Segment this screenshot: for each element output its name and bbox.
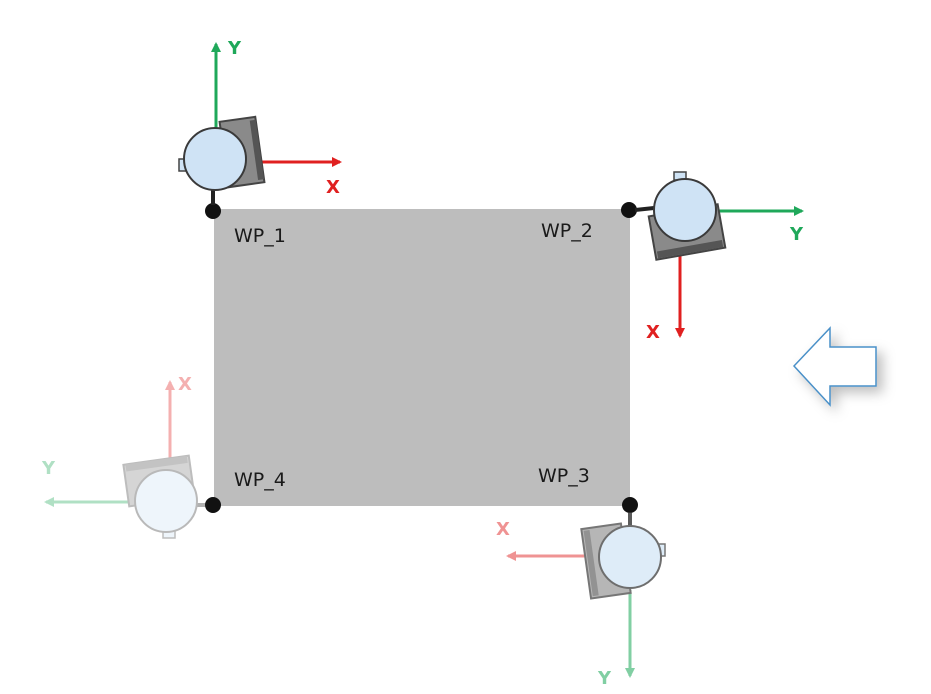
waypoint-dot-4	[205, 497, 221, 513]
x-axis-label-3: X	[496, 519, 510, 540]
sensor-group-1: Y X	[178, 38, 342, 205]
round-sensor-icon	[122, 454, 207, 539]
sensor-group-2: Y X	[634, 171, 804, 343]
x-axis-label-4: X	[178, 374, 192, 395]
x-axis-label-2: X	[646, 322, 660, 343]
y-axis-label-4: Y	[41, 458, 56, 479]
left-arrow-icon	[792, 326, 877, 407]
waypoint-dot-3	[622, 497, 638, 513]
waypoint-dot-2	[621, 202, 637, 218]
waypoint-label-3: WP_3	[538, 465, 590, 487]
waypoint-label-1: WP_1	[234, 225, 286, 247]
sensor-group-3: Y X	[496, 512, 666, 689]
y-axis-label-2: Y	[789, 224, 804, 245]
round-sensor-icon	[634, 171, 727, 261]
waypoint-dot-1	[205, 203, 221, 219]
workpiece-plate	[214, 209, 630, 506]
y-axis-label-1: Y	[227, 38, 242, 59]
round-sensor-icon	[178, 115, 266, 205]
x-axis-label-1: X	[326, 177, 340, 198]
y-axis-label-3: Y	[597, 668, 612, 689]
waypoint-label-4: WP_4	[234, 469, 286, 491]
waypoint-label-2: WP_2	[541, 220, 593, 242]
round-sensor-icon	[580, 512, 666, 600]
sensor-group-4: X Y	[41, 374, 207, 539]
